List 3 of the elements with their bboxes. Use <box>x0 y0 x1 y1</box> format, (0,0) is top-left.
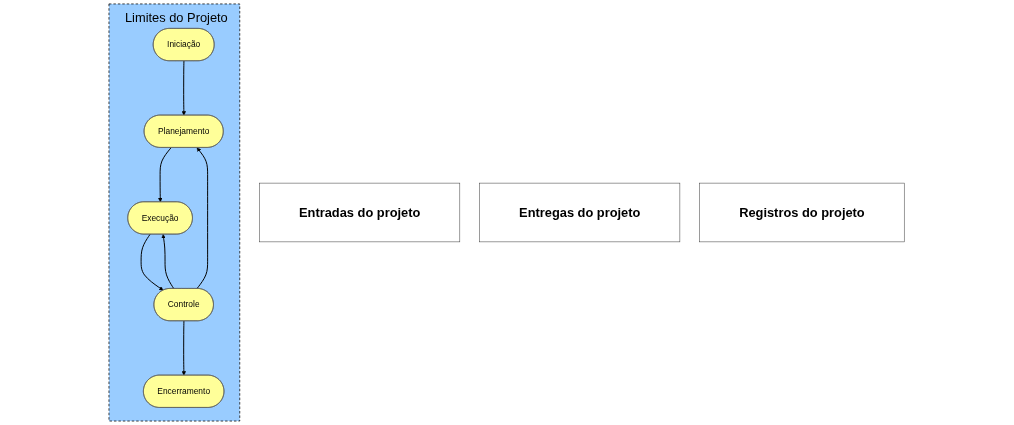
node-box: Entradas do projeto <box>259 182 461 243</box>
node-box: Entregas do projeto <box>479 182 681 243</box>
node-box: Registros do projeto <box>699 182 905 243</box>
